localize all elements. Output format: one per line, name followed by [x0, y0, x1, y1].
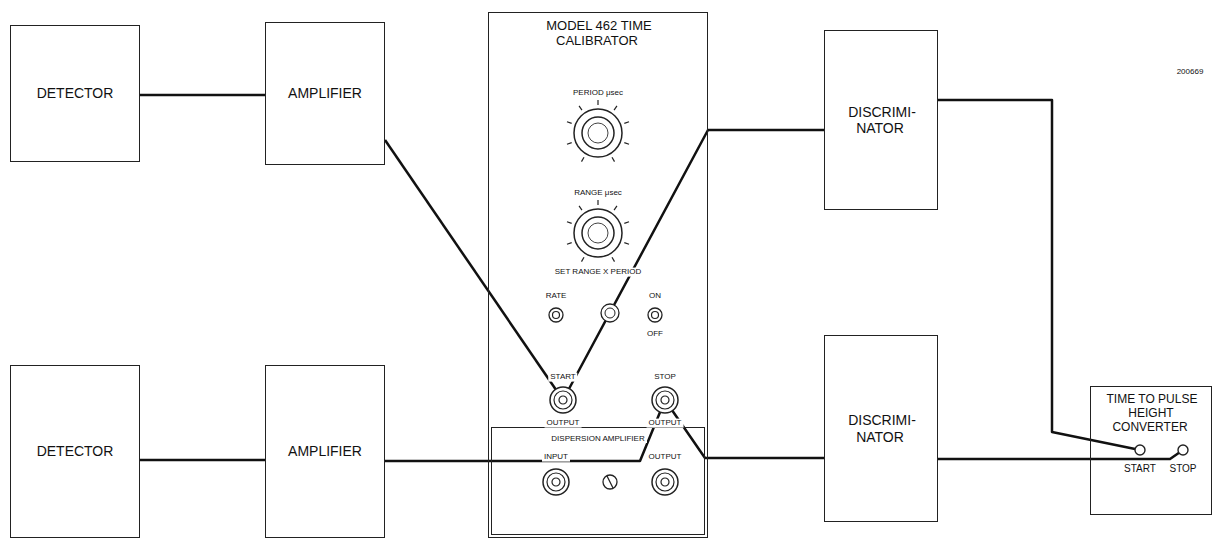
jack-label: INPUT [542, 453, 570, 462]
start-output-jack [550, 387, 576, 413]
control-label: SET RANGE X PERIOD [553, 268, 644, 277]
rate-switch [549, 308, 563, 322]
signal-cable [385, 140, 563, 400]
node-label: DISPERSION AMPLIFIER [549, 434, 646, 443]
signal-cable [563, 130, 824, 400]
signal-cable [140, 459, 265, 462]
node-label: DETECTOR [35, 443, 116, 459]
gain-screw [603, 475, 617, 489]
node-label: MODEL 462 TIME CALIBRATOR [523, 19, 673, 49]
node-label: TIME TO PULSE HEIGHT CONVERTER [1101, 393, 1201, 434]
stop-output-jack [652, 387, 678, 413]
dispersion-amplifier-section: DISPERSION AMPLIFIER [491, 427, 705, 535]
figure-number: 200669 [1175, 68, 1206, 77]
node-label: DISCRIMI- NATOR [825, 412, 937, 444]
node-label: AMPLIFIER [286, 85, 364, 101]
input-jack [543, 469, 569, 495]
power-switch [648, 308, 662, 322]
jack-label: OUTPUT [647, 419, 684, 428]
control-label: RANGE μsec [572, 189, 624, 198]
jack-label: OUTPUT [647, 453, 684, 462]
signal-cable [665, 400, 824, 458]
signal-cable [140, 94, 265, 97]
node-label: AMPLIFIER [286, 443, 364, 459]
control-label: PERIOD μsec [571, 89, 625, 98]
node-label: DETECTOR [35, 85, 116, 101]
amplifier-box: AMPLIFIER [265, 22, 385, 165]
detector-box: DETECTOR [10, 25, 140, 162]
node-label: DISCRIMI- NATOR [825, 104, 937, 136]
detector-box: DETECTOR [10, 365, 140, 538]
jack-label: OUTPUT [545, 419, 582, 428]
signal-cable [385, 400, 665, 461]
output-jack [652, 469, 678, 495]
period-knob [567, 100, 629, 162]
converter-box: TIME TO PULSE HEIGHT CONVERTER [1090, 386, 1212, 515]
control-label: ON [647, 292, 663, 301]
control-label: OFF [645, 330, 665, 339]
discriminator-box: DISCRIMI- NATOR [824, 335, 938, 522]
converter-jacks [1135, 445, 1188, 455]
indicator-lamp [601, 304, 619, 322]
jack-label: START [548, 373, 577, 382]
range-knob [567, 200, 629, 262]
jack-label: STOP [652, 373, 678, 382]
input-label: STOP [1167, 463, 1198, 474]
input-label: START [1122, 463, 1158, 474]
signal-cable [938, 450, 1183, 459]
control-label: RATE [544, 292, 569, 301]
amplifier-box: AMPLIFIER [265, 365, 385, 538]
discriminator-box: DISCRIMI- NATOR [824, 30, 938, 210]
